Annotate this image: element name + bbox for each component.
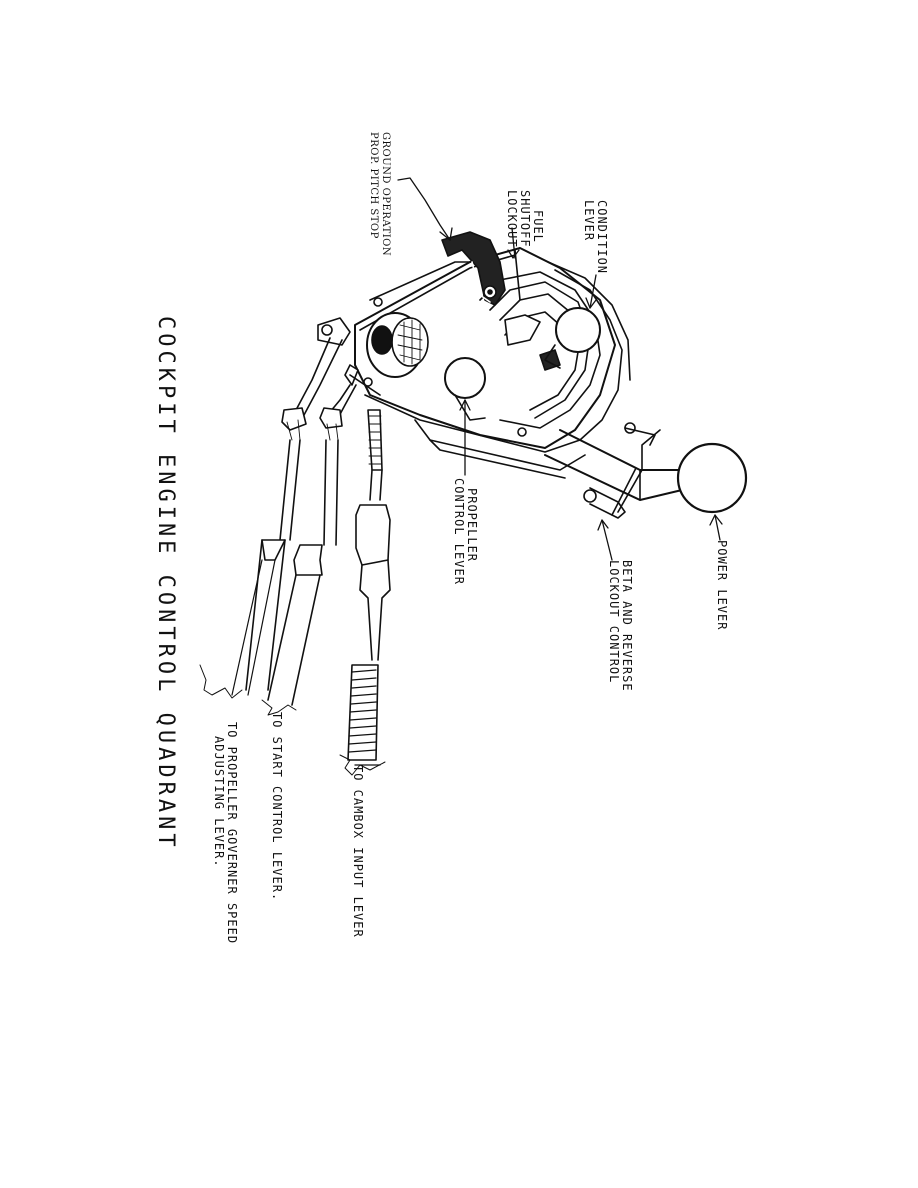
governor-cable [200,440,300,698]
ground-operation-label: GROUND OPERATION PROP. PITCH STOP [368,132,391,257]
diagram-title: COCKPIT ENGINE CONTROL QUADRANT [153,316,178,851]
quadrant-housing [355,248,630,478]
start-control-label: TO START CONTROL LEVER. [270,712,284,902]
prop-governor-label: TO PROPELLER GOVERNER SPEED ADJUSTING LE… [212,722,239,945]
ground-stop [442,232,505,305]
cambox-label: TO CAMBOX INPUT LEVER [351,765,365,938]
propeller-knob [367,313,428,377]
propeller-control-knob [445,358,485,420]
start-cable [262,440,338,715]
propeller-control-label: PROPELLER CONTROL LEVER [452,478,479,585]
condition-lever-label: CONDITION LEVER [582,200,609,275]
fuel-shutoff-label: FUEL SHUTOFF LOCKOUT [505,190,545,248]
cambox-rod [340,410,390,775]
condition-knob [545,308,600,368]
leader-lines [355,178,722,765]
rivets [364,298,635,436]
beta-lockout [584,430,660,518]
beta-reverse-label: BETA AND REVERSE LOCKOUT CONTROL [607,560,634,692]
rod-ends [282,318,380,440]
power-lever-label: POWER LEVER [715,540,729,631]
power-lever [545,428,746,512]
